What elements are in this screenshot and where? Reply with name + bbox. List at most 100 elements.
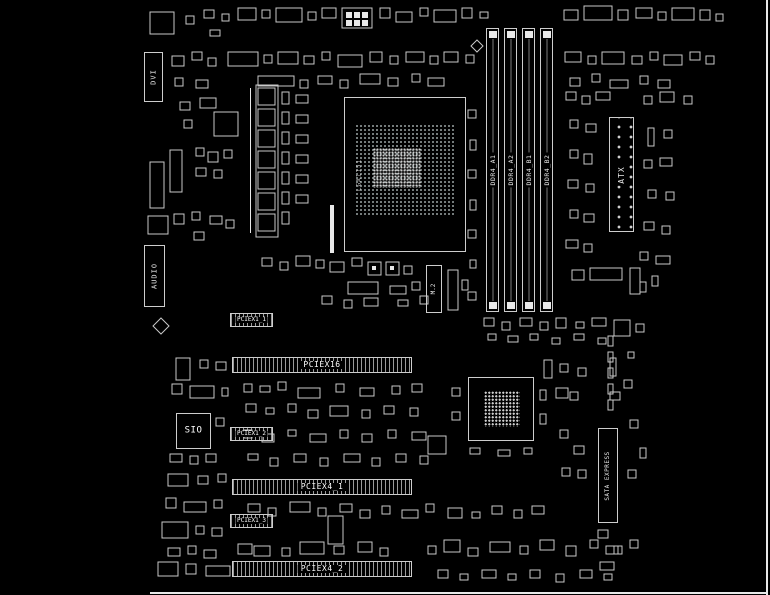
component-outline bbox=[281, 91, 290, 105]
component-outline bbox=[261, 9, 271, 19]
component-outline bbox=[409, 407, 419, 417]
component-outline bbox=[147, 215, 169, 235]
component-outline bbox=[639, 75, 649, 85]
component-fill bbox=[330, 205, 334, 253]
component-outline bbox=[665, 191, 675, 201]
component-outline bbox=[529, 569, 541, 579]
component-outline bbox=[555, 387, 569, 399]
component-outline bbox=[277, 51, 299, 65]
component-outline bbox=[405, 51, 425, 63]
component-outline bbox=[379, 547, 389, 557]
component-outline bbox=[585, 183, 595, 193]
component-outline bbox=[289, 501, 311, 513]
component-outline bbox=[173, 213, 185, 225]
component-outline bbox=[361, 409, 371, 419]
component-outline bbox=[425, 503, 435, 513]
component-outline bbox=[483, 317, 495, 327]
m2-connector[interactable]: M.2 bbox=[426, 265, 442, 313]
component-outline bbox=[639, 447, 647, 459]
component-fill bbox=[346, 12, 352, 18]
audio-port[interactable]: AUDIO bbox=[144, 245, 165, 307]
component-outline bbox=[565, 239, 579, 249]
dimm-slot-b2[interactable]: DDR4_B2 bbox=[540, 28, 553, 312]
sata-express-connector[interactable]: SATA EXPRESS bbox=[598, 428, 618, 523]
component-outline bbox=[561, 467, 571, 477]
component-outline bbox=[587, 55, 597, 65]
component-outline bbox=[643, 95, 653, 105]
component-outline bbox=[261, 257, 273, 267]
component-outline bbox=[237, 543, 253, 555]
component-outline bbox=[451, 411, 461, 421]
dvi-port[interactable]: DVI bbox=[144, 52, 163, 102]
component-outline bbox=[507, 573, 517, 581]
component-outline bbox=[359, 509, 371, 519]
component-outline bbox=[467, 169, 477, 179]
component-outline bbox=[447, 507, 463, 519]
component-outline bbox=[295, 154, 309, 164]
component-outline bbox=[607, 367, 614, 379]
component-outline bbox=[471, 511, 481, 519]
component-outline bbox=[443, 539, 461, 553]
pcie-x4-2-slot[interactable]: PCIEX4_2 bbox=[232, 561, 412, 577]
component-outline bbox=[189, 455, 199, 465]
pcie-x1-2-slot[interactable]: PCIEX1_2 bbox=[230, 427, 273, 441]
component-outline bbox=[559, 363, 569, 373]
dimm-slot-a2[interactable]: DDR4_A2 bbox=[504, 28, 517, 312]
dimm-slot-a1[interactable]: DDR4_A1 bbox=[486, 28, 499, 312]
component-outline bbox=[629, 267, 641, 295]
component-outline bbox=[583, 5, 613, 21]
component-outline bbox=[217, 473, 227, 483]
component-outline bbox=[281, 547, 291, 557]
component-outline bbox=[635, 323, 645, 333]
component-outline bbox=[481, 569, 497, 579]
sio-chip-label: SIO bbox=[184, 425, 203, 436]
component-fill bbox=[354, 20, 360, 26]
component-outline bbox=[433, 9, 457, 23]
chipset-pch[interactable] bbox=[468, 377, 534, 441]
dimm-slot-b1[interactable]: DDR4_B1 bbox=[522, 28, 535, 312]
component-outline bbox=[467, 547, 479, 557]
component-outline bbox=[295, 194, 309, 204]
pcie-x4-1-slot[interactable]: PCIEX4_1 bbox=[232, 479, 412, 495]
component-outline bbox=[599, 561, 615, 571]
component-outline bbox=[705, 55, 715, 65]
component-outline bbox=[569, 119, 579, 129]
component-outline bbox=[487, 333, 497, 341]
component-outline bbox=[551, 337, 561, 345]
component-outline bbox=[281, 211, 290, 225]
component-fill bbox=[372, 266, 376, 270]
component-outline bbox=[257, 150, 276, 169]
component-outline bbox=[383, 405, 395, 415]
component-outline bbox=[237, 7, 257, 21]
component-outline bbox=[663, 129, 673, 139]
component-outline bbox=[381, 505, 391, 515]
component-outline bbox=[715, 13, 724, 22]
component-outline bbox=[631, 55, 643, 65]
component-outline bbox=[171, 383, 183, 395]
pcie-x16-slot[interactable]: PCIEX16 bbox=[232, 357, 412, 373]
component-outline bbox=[281, 171, 290, 185]
component-outline bbox=[497, 449, 511, 457]
atx-power-connector[interactable]: ATX bbox=[609, 117, 634, 232]
component-outline bbox=[627, 351, 635, 359]
pcie-x1-2-slot-label: PCIEX1_2 bbox=[235, 430, 268, 437]
component-outline bbox=[195, 525, 205, 535]
pcie-x1-1-slot[interactable]: PCIEX1_1 bbox=[230, 313, 273, 327]
component-outline bbox=[357, 541, 373, 553]
component-outline bbox=[479, 11, 489, 19]
cpu-socket[interactable]: LGA1151 bbox=[344, 97, 466, 252]
component-fill bbox=[354, 12, 360, 18]
component-outline bbox=[469, 447, 481, 455]
component-outline bbox=[661, 225, 671, 235]
sio-chip[interactable]: SIO bbox=[176, 413, 211, 449]
pcie-x1-3-slot[interactable]: PCIEX1_3 bbox=[230, 514, 273, 528]
component-outline bbox=[167, 473, 189, 487]
component-outline bbox=[191, 51, 203, 61]
component-outline bbox=[567, 179, 579, 189]
component-outline bbox=[263, 54, 273, 64]
component-outline bbox=[531, 505, 545, 515]
component-outline bbox=[359, 387, 375, 397]
component-outline bbox=[209, 215, 223, 225]
component-outline bbox=[609, 391, 621, 401]
